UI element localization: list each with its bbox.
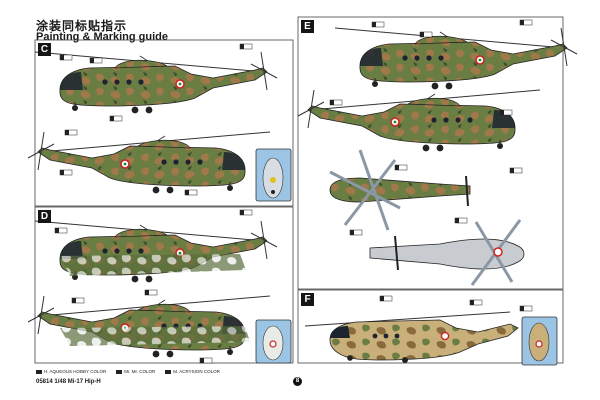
heli-c-left (34, 51, 278, 115)
heli-c-right (27, 131, 271, 195)
heli-f (304, 311, 519, 363)
callout-d (255, 319, 292, 364)
section-e-badge: E (301, 20, 314, 33)
section-d-badge: D (38, 210, 51, 223)
title-chinese: 涂装同标贴指示 (36, 19, 128, 33)
page-number: 8 (293, 377, 302, 386)
legend-item-acrysion: M. ACRYSION COLOR (165, 369, 220, 374)
legend-code: H. (44, 369, 49, 374)
callout-f (521, 316, 558, 366)
legend-label: AQUEOUS HOBBY COLOR (49, 369, 107, 374)
heli-e-left (334, 27, 578, 91)
legend-label: Mr. COLOR (131, 369, 156, 374)
color-legend: H. AQUEOUS HOBBY COLOR Mr. Mr. COLOR M. … (36, 369, 220, 374)
frame-d (34, 206, 294, 364)
kit-label: 05814 1/48 Mi-17 Hip-H (36, 379, 101, 385)
legend-swatch (116, 369, 123, 374)
frame-c (34, 39, 294, 207)
legend-code: M. (173, 369, 179, 374)
section-f-badge: F (301, 293, 314, 306)
legend-item-mr-color: Mr. Mr. COLOR (116, 369, 155, 374)
callout-c (255, 148, 292, 202)
frame-e (297, 16, 564, 290)
frame-f (297, 289, 564, 364)
section-c-badge: C (38, 43, 51, 56)
heli-e-right (297, 89, 541, 153)
heli-e-bottom (369, 219, 525, 286)
legend-swatch (36, 369, 42, 374)
legend-label: ACRYSION COLOR (179, 369, 220, 374)
legend-swatch (165, 369, 172, 374)
legend-item-aqueous: H. AQUEOUS HOBBY COLOR (36, 369, 106, 374)
legend-code: Mr. (124, 369, 131, 374)
heli-e-top (329, 149, 471, 231)
